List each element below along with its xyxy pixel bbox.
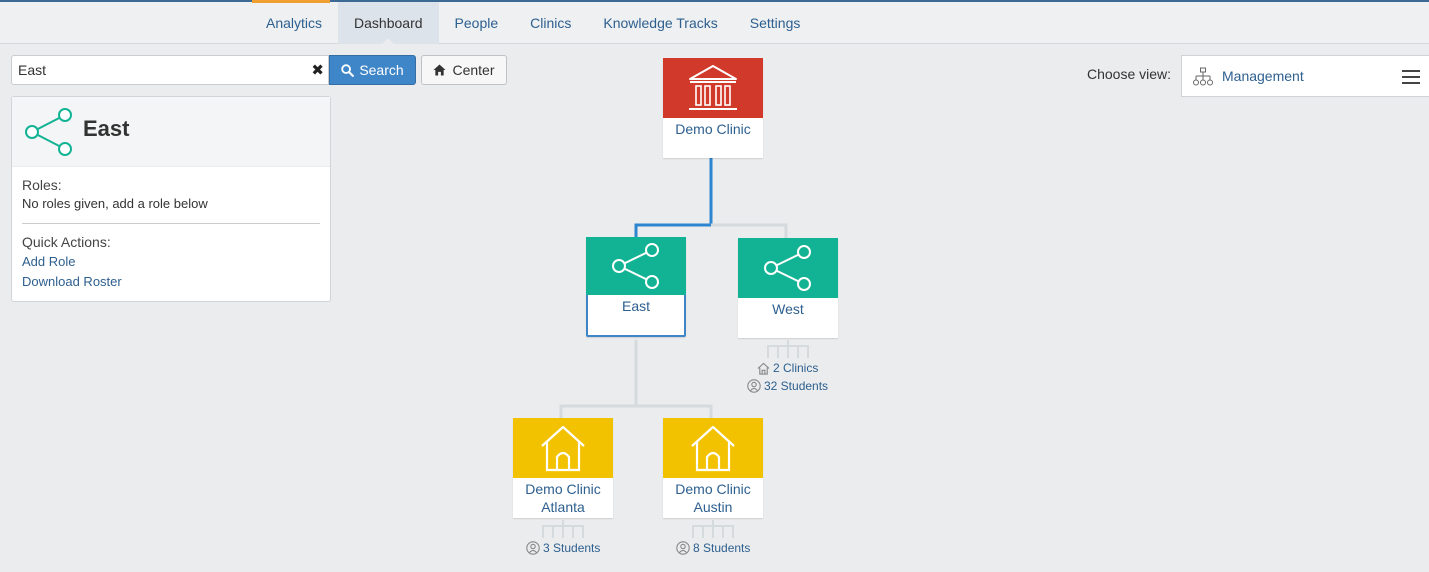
- node-label: West: [772, 301, 804, 317]
- top-navigation: Analytics Dashboard People Clinics Knowl…: [0, 0, 1429, 45]
- search-button[interactable]: Search: [329, 55, 416, 85]
- house-icon: [541, 425, 585, 472]
- student-icon: [747, 379, 761, 393]
- student-icon: [526, 541, 540, 555]
- node-label: Demo Clinic Atlanta: [513, 478, 613, 516]
- house-icon: [757, 362, 770, 375]
- austin-students-count[interactable]: 8 Students: [676, 541, 750, 555]
- students-count-label: 8 Students: [693, 541, 751, 555]
- clinics-count-label: 2 Clinics: [773, 361, 819, 375]
- hamburger-menu-icon[interactable]: [1402, 70, 1420, 84]
- logo-fragment: [252, 0, 330, 3]
- node-demo-clinic-atlanta[interactable]: Demo Clinic Atlanta: [513, 418, 613, 518]
- clear-icon[interactable]: ✖: [311, 62, 324, 79]
- detail-body: Roles: No roles given, add a role below …: [12, 167, 330, 289]
- west-clinics-count[interactable]: 2 Clinics: [757, 361, 818, 375]
- share-icon: [25, 108, 72, 156]
- divider: [22, 223, 320, 224]
- node-east[interactable]: East: [586, 237, 686, 337]
- student-icon: [676, 541, 690, 555]
- node-label: East: [621, 298, 650, 314]
- search-icon: [341, 63, 355, 77]
- house-icon: [691, 425, 735, 472]
- node-label-line1: Demo Clinic: [675, 481, 751, 497]
- roles-label: Roles:: [22, 177, 62, 193]
- share-icon: [764, 245, 811, 291]
- quick-actions-label: Quick Actions:: [22, 234, 111, 250]
- detail-title: East: [83, 116, 130, 141]
- search-input[interactable]: [11, 55, 329, 85]
- nav-item-people[interactable]: People: [454, 15, 499, 31]
- add-role-link[interactable]: Add Role: [22, 254, 76, 269]
- detail-card: East Roles: No roles given, add a role b…: [11, 96, 331, 302]
- students-count-label: 32 Students: [764, 379, 829, 393]
- node-demo-clinic[interactable]: Demo Clinic: [663, 58, 763, 158]
- choose-view-label: Choose view:: [1087, 66, 1172, 82]
- nav-item-knowledge-tracks[interactable]: Knowledge Tracks: [603, 15, 718, 31]
- nav-item-settings[interactable]: Settings: [749, 15, 801, 31]
- nav-item-clinics[interactable]: Clinics: [530, 15, 572, 31]
- search-button-label: Search: [359, 62, 404, 78]
- node-demo-clinic-austin[interactable]: Demo Clinic Austin: [663, 418, 763, 518]
- org-chart-icon: [1193, 67, 1213, 86]
- node-header: [513, 418, 613, 478]
- center-button[interactable]: Center: [421, 55, 507, 85]
- node-header: [663, 418, 763, 478]
- node-label-line2: Atlanta: [541, 499, 585, 515]
- search-box: ✖: [11, 55, 329, 85]
- node-label: Demo Clinic: [675, 121, 751, 137]
- atlanta-students-count[interactable]: 3 Students: [526, 541, 600, 555]
- node-label: Demo Clinic Austin: [663, 478, 763, 516]
- roles-text: No roles given, add a role below: [22, 196, 208, 211]
- center-button-label: Center: [452, 62, 495, 78]
- node-header: [663, 58, 763, 118]
- building-icon: [689, 65, 737, 110]
- node-label-line1: Demo Clinic: [525, 481, 601, 497]
- node-west[interactable]: West: [738, 238, 838, 338]
- students-count-label: 3 Students: [543, 541, 601, 555]
- west-students-count[interactable]: 32 Students: [747, 379, 828, 393]
- view-selector[interactable]: Management: [1181, 55, 1429, 97]
- download-roster-link[interactable]: Download Roster: [22, 274, 122, 289]
- nav-item-analytics[interactable]: Analytics: [266, 15, 323, 31]
- nav-menu: Analytics Dashboard People Clinics Knowl…: [250, 2, 816, 45]
- detail-card-header: East: [12, 97, 330, 167]
- home-icon: [433, 64, 446, 76]
- share-icon: [612, 243, 659, 289]
- nav-item-dashboard[interactable]: Dashboard: [338, 2, 439, 45]
- view-selected: Management: [1222, 68, 1304, 84]
- node-label-line2: Austin: [693, 499, 733, 515]
- node-header: [586, 237, 686, 295]
- node-header: [738, 238, 838, 298]
